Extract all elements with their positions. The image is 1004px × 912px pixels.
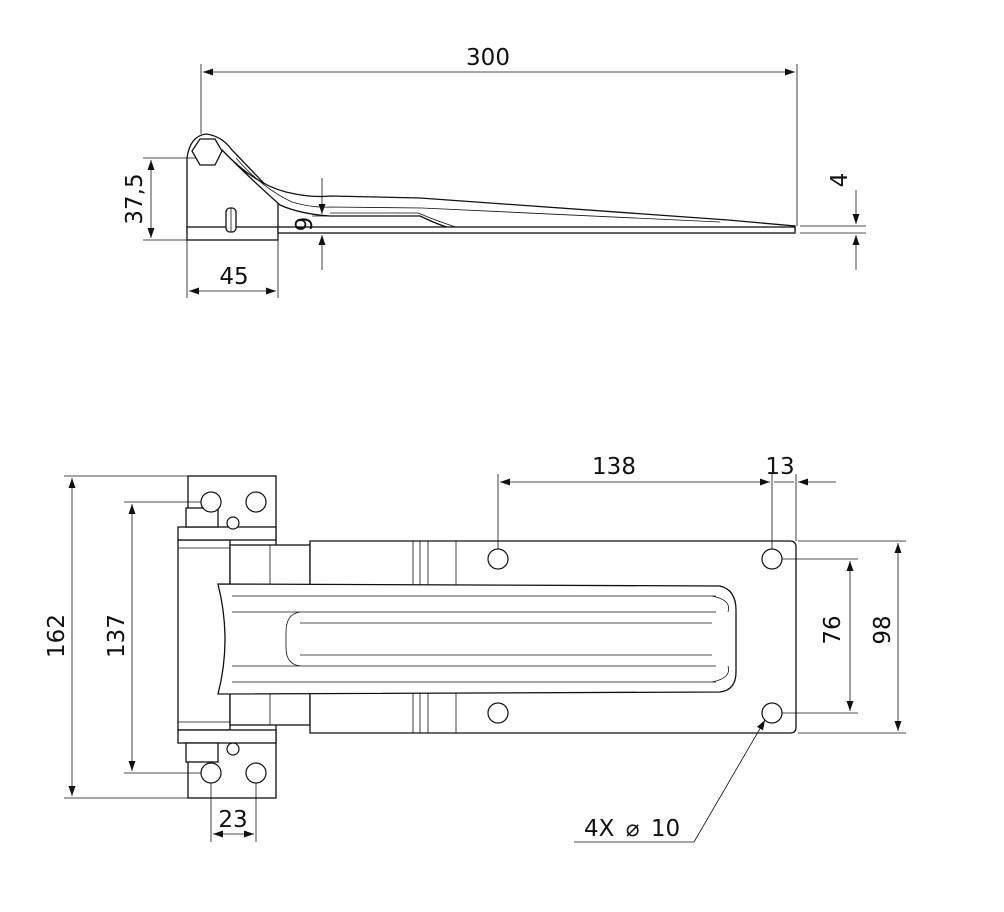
dim-edge-to-hole: 13 [765, 454, 794, 480]
dim-offset: 9 [292, 217, 318, 232]
hole-callout-leader [693, 719, 766, 843]
base-hole-bottom-left [200, 762, 222, 784]
rib-center [285, 611, 301, 667]
dim-base-width: 45 [219, 264, 248, 290]
bottom-screw [226, 742, 240, 756]
hole-callout-diameter: 10 [651, 816, 680, 842]
rib-end-top [711, 595, 730, 613]
dim-base-hole-spacing: 23 [218, 807, 247, 833]
top-view: 162 137 23 138 13 76 98 [44, 454, 906, 843]
side-hex-nut [191, 138, 223, 166]
plate-hole-bottom-left [487, 702, 509, 724]
dim-plate-width: 98 [870, 615, 896, 644]
hole-callout-count: 4X [584, 816, 615, 842]
bottom-nut [185, 742, 219, 763]
top-screw [226, 516, 240, 530]
dim-hinge-height: 37,5 [122, 173, 148, 224]
base-hole-top-right [245, 491, 267, 513]
dim-plate-hole-spacing: 76 [820, 615, 846, 644]
top-nut [185, 507, 219, 528]
base-hole-bottom-right [245, 762, 267, 784]
hinge-barrel [177, 539, 231, 731]
dim-hole-spacing-vertical: 137 [104, 614, 130, 658]
hole-callout: 4X ⌀ 10 [584, 816, 680, 842]
side-view: 300 37,5 45 9 4 [122, 45, 866, 298]
side-blade-inner-line [235, 157, 721, 223]
dim-thickness: 4 [827, 173, 853, 188]
barrel-collar-bottom [177, 729, 277, 744]
plate-hole-top-right [761, 548, 783, 570]
dim-overall-height: 162 [44, 614, 70, 658]
barrel-collar-top [177, 526, 277, 541]
rib-end-bottom [711, 665, 730, 683]
diameter-symbol-icon: ⌀ [626, 816, 640, 842]
base-hole-top-left [200, 491, 222, 513]
side-mount-plate [277, 226, 796, 234]
dim-length: 300 [466, 45, 510, 71]
plate-hole-top-left [487, 548, 509, 570]
rib-outer [217, 583, 737, 695]
dim-hole-spacing-horizontal: 138 [592, 454, 636, 480]
